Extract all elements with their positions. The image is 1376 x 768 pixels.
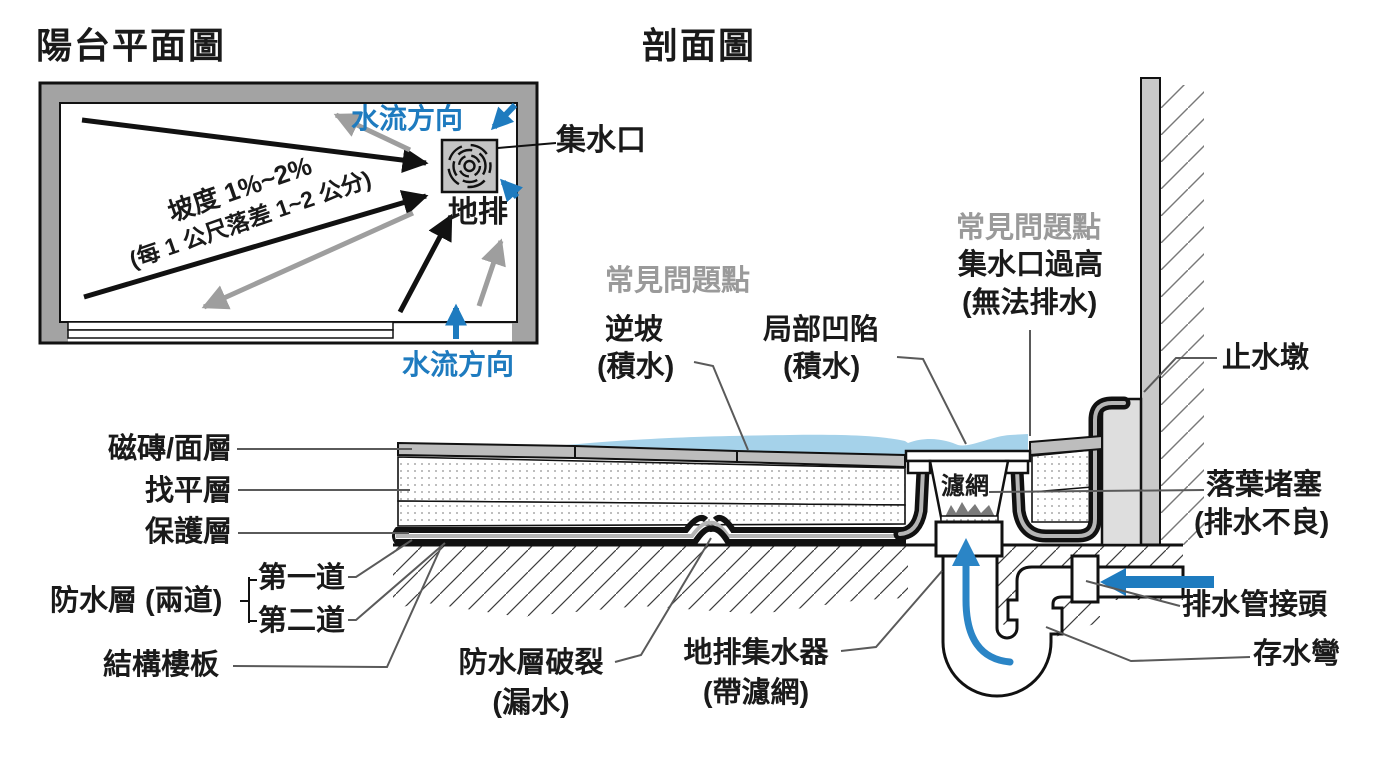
leveling-layer-label: 找平層 <box>144 475 232 507</box>
crack-label-line1: 防水層破裂 <box>458 647 604 679</box>
pipe-joint-label: 排水管接頭 <box>1182 589 1328 621</box>
plan-title: 陽台平面圖 <box>36 25 227 66</box>
inlet-high-label-line1: 集水口過高 <box>958 249 1104 281</box>
waterproof-membranes <box>392 396 1131 545</box>
flow-direction-bottom-label: 水流方向 <box>402 349 515 380</box>
pipe-joint-box <box>1070 554 1100 604</box>
section-view <box>232 77 1251 698</box>
collector-label-line1: 地排集水器 <box>683 637 829 669</box>
inflow-arrow <box>1100 568 1214 596</box>
leaves-label-line1: 落葉堵塞 <box>1206 469 1323 501</box>
slope-arrows-black <box>81 117 454 314</box>
structural-slab-hatch <box>393 545 908 617</box>
common-problem-right-label: 常見問題點 <box>956 212 1102 244</box>
waterstop-label: 止水墩 <box>1222 342 1310 374</box>
water-flow-arrows <box>445 102 524 339</box>
collector-label-line2: (帶濾網) <box>702 677 810 709</box>
leaf-debris <box>944 502 996 519</box>
waterproof-first-label: 第一道 <box>258 562 346 594</box>
leaves-label-line2: (排水不良) <box>1194 507 1330 539</box>
inlet-label: 集水口 <box>556 124 646 157</box>
door-track <box>67 321 394 339</box>
leader-lines <box>232 330 1251 669</box>
waterstop-curb <box>1100 397 1143 547</box>
waterproof-second-label: 第二道 <box>258 605 346 637</box>
plan-view <box>38 81 557 345</box>
flow-direction-top-label: 水流方向 <box>351 103 464 134</box>
depression-label-line2: (積水) <box>783 351 861 383</box>
waterproof-bracket <box>240 577 257 623</box>
wall-hatch <box>1160 85 1204 545</box>
filter-label: 濾網 <box>941 473 989 500</box>
reverse-slope-label-line2: (積水) <box>597 351 675 383</box>
slope-arrows-gray <box>201 112 506 310</box>
crack-label-line2: (漏水) <box>492 687 570 719</box>
common-problem-left-label: 常見問題點 <box>605 265 751 297</box>
waterproof-layer-label: 防水層 (兩道) <box>50 585 223 617</box>
floor-drain-label: 地排 <box>448 196 508 229</box>
protection-layer-label: 保護層 <box>144 516 232 548</box>
trap-label: 存水彎 <box>1253 638 1341 670</box>
inlet-high-label-line2: (無法排水) <box>962 287 1098 319</box>
slab-label: 結構樓板 <box>103 649 220 681</box>
section-title: 剖面圖 <box>642 25 757 66</box>
tile-layer-label: 磁磚/面層 <box>107 433 232 465</box>
upflow-arrow <box>962 558 1014 666</box>
wall <box>1140 77 1161 546</box>
reverse-slope-label-line1: 逆坡 <box>605 314 664 346</box>
tile-layer <box>397 434 1103 469</box>
floor-drain-grate <box>440 138 499 194</box>
depression-label-line1: 局部凹陷 <box>763 314 880 346</box>
leveling-protection-layers <box>397 449 1093 527</box>
